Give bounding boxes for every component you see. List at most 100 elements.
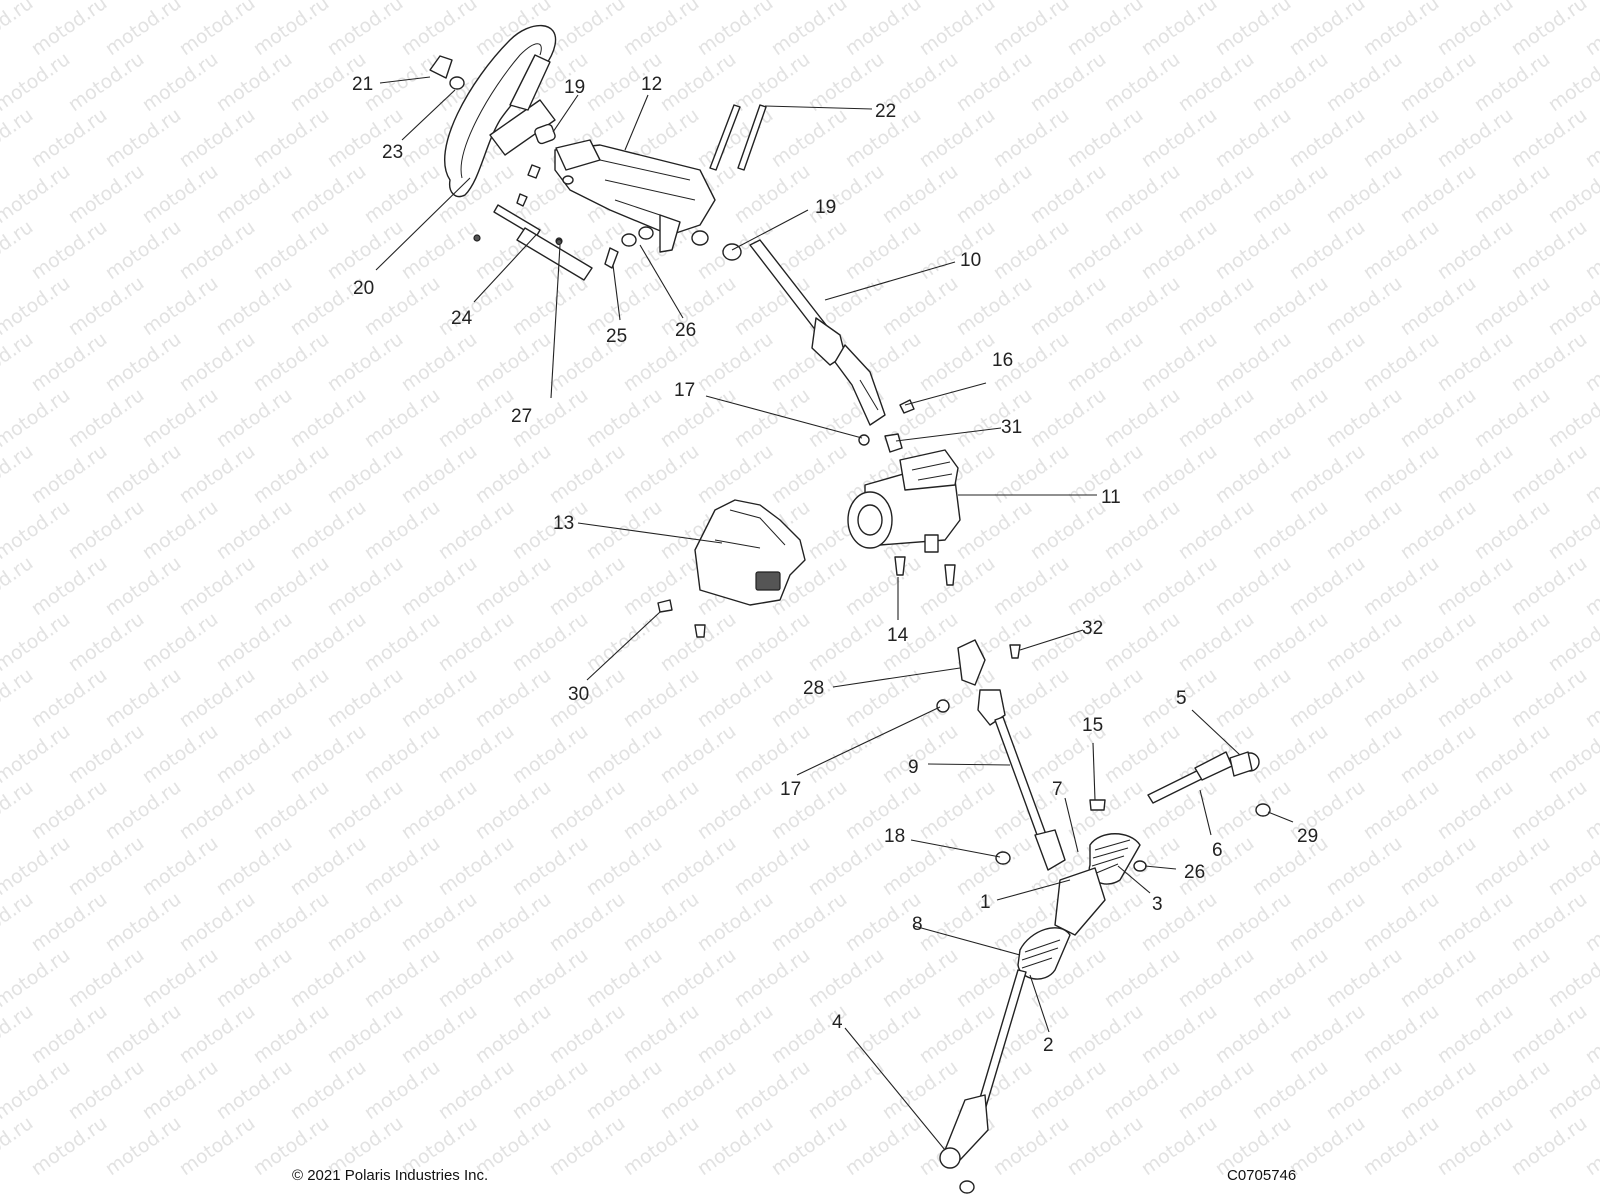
watermark-text: motod.ru <box>1026 384 1110 452</box>
power-steering-unit <box>847 449 961 553</box>
watermark-text: motod.ru <box>1248 496 1332 564</box>
watermark-text: motod.ru <box>1285 664 1369 732</box>
watermark-text: motod.ru <box>175 440 259 508</box>
watermark-text: motod.ru <box>0 160 74 228</box>
watermark-text: motod.ru <box>212 496 296 564</box>
watermark-text: motod.ru <box>989 0 1073 60</box>
watermark-text: motod.ru <box>1285 104 1369 172</box>
watermark-text: motod.ru <box>952 48 1036 116</box>
callout-16: 16 <box>992 350 1013 371</box>
watermark-text: motod.ru <box>175 216 259 284</box>
callout-6: 6 <box>1212 840 1223 861</box>
watermark-text: motod.ru <box>1396 160 1480 228</box>
watermark-text: motod.ru <box>360 832 444 900</box>
watermark-text: motod.ru <box>249 104 333 172</box>
watermark-text: motod.ru <box>397 440 481 508</box>
watermark-text: motod.ru <box>915 1000 999 1068</box>
watermark-text: motod.ru <box>1470 496 1554 564</box>
watermark-text: motod.ru <box>101 328 185 396</box>
nut <box>1133 860 1147 872</box>
watermark-text: motod.ru <box>915 552 999 620</box>
watermark-text: motod.ru <box>656 48 740 116</box>
watermark-text: motod.ru <box>730 384 814 452</box>
watermark-text: motod.ru <box>1470 160 1554 228</box>
watermark-text: motod.ru <box>730 720 814 788</box>
callout-21: 21 <box>352 74 373 95</box>
watermark-text: motod.ru <box>989 440 1073 508</box>
watermark-text: motod.ru <box>1359 216 1443 284</box>
watermark-text: motod.ru <box>1174 272 1258 340</box>
watermark-text: motod.ru <box>1063 328 1147 396</box>
watermark-text: motod.ru <box>1322 832 1406 900</box>
watermark-text: motod.ru <box>64 720 148 788</box>
watermark-text: motod.ru <box>212 160 296 228</box>
callout-15: 15 <box>1082 715 1103 736</box>
nut <box>621 233 637 247</box>
watermark-text: motod.ru <box>1026 160 1110 228</box>
watermark-text: motod.ru <box>1359 328 1443 396</box>
parts-drawing <box>429 24 1271 1194</box>
watermark-text: motod.ru <box>1285 0 1369 60</box>
callouts: 21 23 19 12 22 19 20 24 25 26 27 10 16 1… <box>352 74 1318 1056</box>
callout-31: 31 <box>1001 417 1022 438</box>
watermark-text: motod.ru <box>1507 776 1591 844</box>
watermark-text: motod.ru <box>397 776 481 844</box>
copyright-notice: © 2021 Polaris Industries Inc. <box>292 1167 488 1184</box>
watermark-text: motod.ru <box>619 888 703 956</box>
watermark-text: motod.ru <box>1137 328 1221 396</box>
watermark-text: motod.ru <box>1026 272 1110 340</box>
watermark-text: motod.ru <box>841 1112 925 1180</box>
watermark-text: motod.ru <box>471 552 555 620</box>
watermark-text: motod.ru <box>1396 272 1480 340</box>
watermark-text: motod.ru <box>323 552 407 620</box>
watermark-text: motod.ru <box>1248 832 1332 900</box>
screw <box>527 164 541 179</box>
watermark-text: motod.ru <box>582 384 666 452</box>
watermark-text: motod.ru <box>138 608 222 676</box>
watermark-text: motod.ru <box>693 888 777 956</box>
watermark-text: motod.ru <box>434 496 518 564</box>
watermark-text: motod.ru <box>915 104 999 172</box>
watermark-text: motod.ru <box>397 888 481 956</box>
watermark-text: motod.ru <box>27 1000 111 1068</box>
watermark-text: motod.ru <box>471 328 555 396</box>
watermark-text: motod.ru <box>0 272 74 340</box>
watermark-text: motod.ru <box>1174 944 1258 1012</box>
watermark-text: motod.ru <box>434 944 518 1012</box>
upper-steering-shaft <box>749 239 886 426</box>
tilt-bracket <box>554 139 716 253</box>
watermark-text: motod.ru <box>27 328 111 396</box>
watermark-text: motod.ru <box>1211 328 1295 396</box>
screw <box>516 193 528 207</box>
watermark-text: motod.ru <box>175 328 259 396</box>
long-bolt <box>737 104 767 171</box>
watermark-text: motod.ru <box>471 664 555 732</box>
watermark-text: motod.ru <box>1285 1112 1369 1180</box>
watermark-text: motod.ru <box>804 720 888 788</box>
callout-22: 22 <box>875 101 896 122</box>
watermark-text: motod.ru <box>1137 1112 1221 1180</box>
watermark-text: motod.ru <box>101 0 185 60</box>
callout-12: 12 <box>641 74 662 95</box>
watermark-text: motod.ru <box>656 832 740 900</box>
watermark-text: motod.ru <box>1396 496 1480 564</box>
watermark-text: motod.ru <box>101 216 185 284</box>
watermark-text: motod.ru <box>1100 944 1184 1012</box>
watermark-text: motod.ru <box>1470 608 1554 676</box>
watermark-text: motod.ru <box>693 776 777 844</box>
callout-26: 26 <box>1184 862 1205 883</box>
watermark-text: motod.ru <box>434 608 518 676</box>
watermark-text: motod.ru <box>360 496 444 564</box>
watermark-text: motod.ru <box>1211 776 1295 844</box>
bolt <box>1009 644 1021 659</box>
watermark-text: motod.ru <box>0 832 74 900</box>
watermark-text: motod.ru <box>1322 608 1406 676</box>
watermark-text: motod.ru <box>249 440 333 508</box>
watermark-text: motod.ru <box>915 776 999 844</box>
watermark-text: motod.ru <box>1137 104 1221 172</box>
watermark-text: motod.ru <box>1322 1056 1406 1124</box>
watermark-text: motod.ru <box>656 384 740 452</box>
watermark-text: motod.ru <box>101 776 185 844</box>
callout-29: 29 <box>1297 826 1318 847</box>
